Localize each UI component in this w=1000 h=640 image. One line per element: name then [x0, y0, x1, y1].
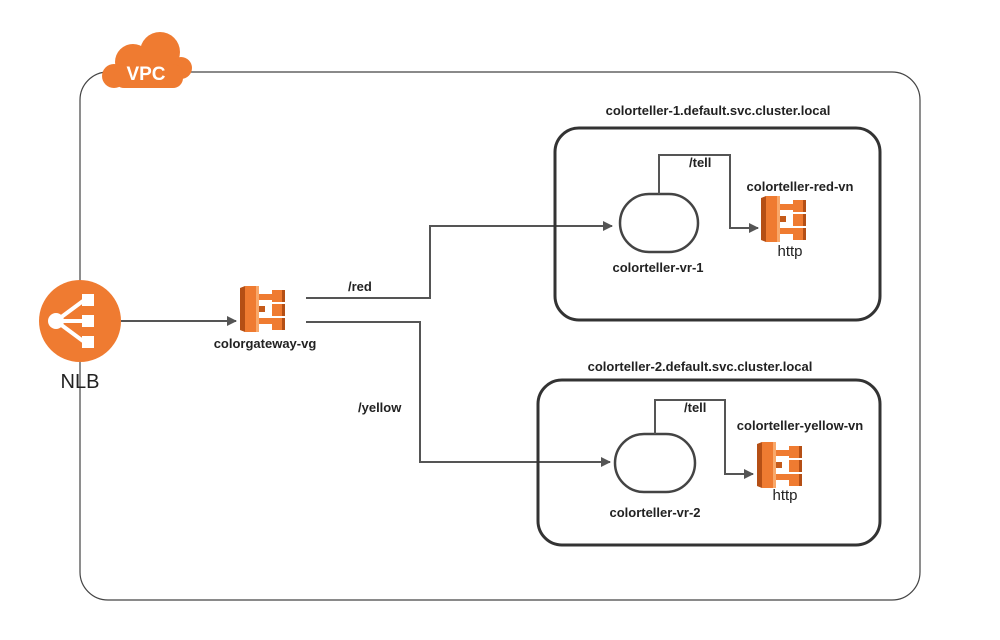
vpc-boundary: [79, 71, 921, 601]
service-1-container: [553, 126, 882, 322]
virtual-router-2[interactable]: [613, 432, 697, 494]
virtual-node-yellow-label: colorteller-yellow-vn: [737, 418, 863, 433]
service-2-container: [536, 378, 882, 547]
vpc-label: VPC: [126, 64, 165, 85]
virtual-node-red-protocol: http: [777, 243, 802, 260]
route-yellow-label: /yellow: [358, 400, 402, 415]
service-1-hostname: colorteller-1.default.svc.cluster.local: [606, 103, 831, 118]
virtual-router-1-label: colorteller-vr-1: [612, 260, 703, 275]
edge-router-2-to-node: [654, 399, 754, 479]
virtual-router-1[interactable]: [618, 192, 700, 254]
gateway-label: colorgateway-vg: [214, 336, 317, 351]
service-2-hostname: colorteller-2.default.svc.cluster.local: [588, 359, 813, 374]
virtual-node-yellow-icon[interactable]: [757, 442, 802, 488]
vpc-cloud-icon: VPC: [102, 32, 192, 88]
app-mesh-gateway-icon[interactable]: [240, 286, 285, 332]
virtual-node-red-icon[interactable]: [761, 196, 806, 242]
route-tell-1-label: /tell: [689, 155, 711, 170]
edge-route-red: [306, 221, 613, 299]
virtual-router-2-label: colorteller-vr-2: [609, 505, 700, 520]
route-tell-2-label: /tell: [684, 400, 706, 415]
load-balancer-icon[interactable]: [39, 280, 121, 362]
edge-router-1-to-node: [658, 154, 759, 233]
nlb-label: NLB: [61, 371, 100, 393]
virtual-node-red-label: colorteller-red-vn: [747, 179, 854, 194]
route-red-label: /red: [348, 279, 372, 294]
edge-route-yellow: [306, 321, 611, 467]
virtual-node-yellow-protocol: http: [772, 487, 797, 504]
